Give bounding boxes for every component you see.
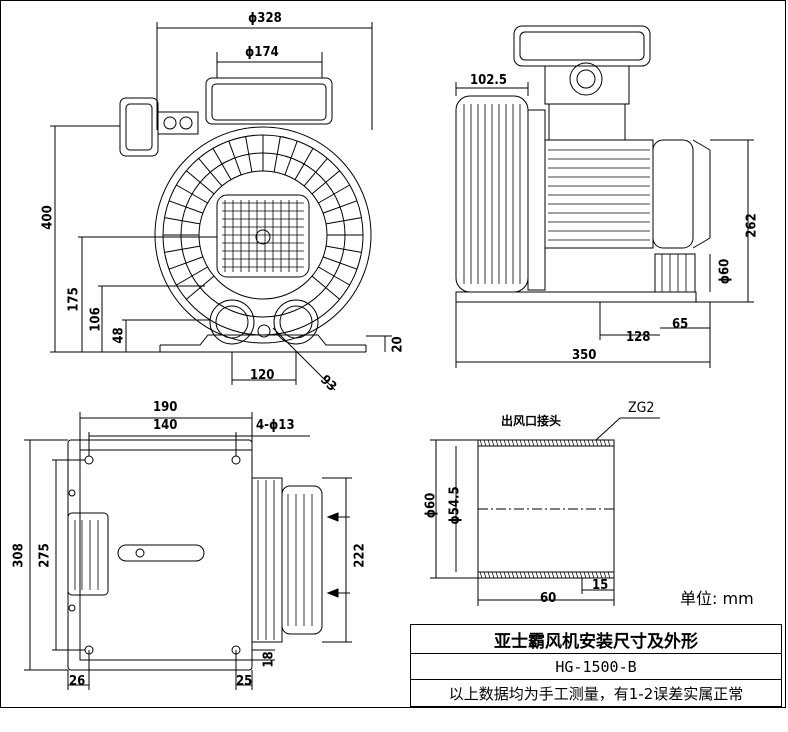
dim-128: 128 — [626, 330, 651, 345]
dim-18: 18 — [261, 651, 277, 668]
dim-65: 65 — [672, 317, 689, 332]
dim-zg2: ZG2 — [628, 400, 655, 416]
dim-400: 400 — [40, 205, 56, 230]
dim-174: ϕ174 — [245, 45, 279, 60]
dim-26: 26 — [69, 674, 86, 689]
dim-222: 222 — [352, 543, 368, 568]
dim-48: 48 — [111, 327, 127, 344]
pipe-fitting-view — [430, 417, 660, 606]
dim-20: 20 — [390, 336, 406, 353]
dim-350: 350 — [572, 348, 597, 363]
title-block-note: 以上数据均为手工测量，有1-2误差实属正常 — [410, 679, 782, 707]
dim-54-5: ϕ54.5 — [447, 486, 463, 525]
drawing-frame — [0, 0, 786, 708]
dim-120: 120 — [250, 368, 275, 383]
dim-275: 275 — [37, 543, 53, 568]
dim-175: 175 — [66, 287, 82, 312]
dim-15: 15 — [592, 578, 609, 593]
dim-60-pipe: ϕ60 — [423, 492, 439, 519]
dim-holes: 4-ϕ13 — [256, 418, 295, 433]
title-block-title: 亚士霸风机安装尺寸及外形 — [410, 624, 782, 654]
top-view — [24, 412, 352, 690]
dim-102-5: 102.5 — [470, 73, 507, 88]
dim-262: 262 — [744, 213, 760, 238]
dim-328: ϕ328 — [248, 11, 282, 26]
title-block-model: HG-1500-B — [410, 653, 782, 680]
outlet-fitting-label: 出风口接头 — [501, 414, 562, 428]
front-view — [50, 22, 392, 391]
dim-25: 25 — [236, 674, 253, 689]
side-view — [455, 25, 754, 368]
unit-label: 单位: mm — [680, 589, 754, 608]
dim-308: 308 — [11, 543, 27, 568]
dim-190: 190 — [153, 400, 178, 415]
dim-140: 140 — [153, 418, 178, 433]
dim-106: 106 — [88, 307, 104, 332]
dim-60-length: 60 — [540, 591, 557, 606]
dim-60-outlet: ϕ60 — [717, 258, 733, 285]
